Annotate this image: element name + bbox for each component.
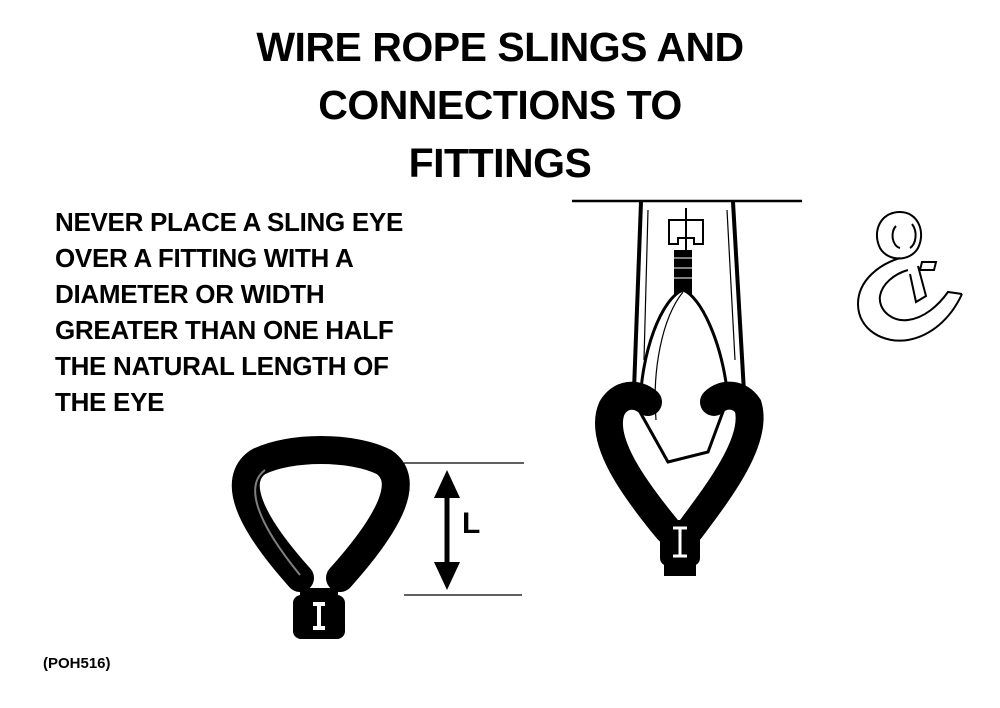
rule-line-5: THE NATURAL LENGTH OF bbox=[55, 351, 389, 381]
length-dimension bbox=[404, 462, 524, 596]
sling-over-fitting-illustration bbox=[572, 199, 802, 576]
rule-line-2: OVER A FITTING WITH A bbox=[55, 243, 354, 273]
title-line-3: FITTINGS bbox=[408, 140, 592, 186]
title-line-1: WIRE ROPE SLINGS AND bbox=[256, 24, 744, 70]
page-title: WIRE ROPE SLINGS AND CONNECTIONS TO FITT… bbox=[0, 18, 1000, 192]
rule-text: NEVER PLACE A SLING EYE OVER A FITTING W… bbox=[55, 204, 510, 420]
rule-line-4: GREATER THAN ONE HALF bbox=[55, 315, 394, 345]
arrow-down-icon bbox=[434, 562, 460, 590]
rule-line-1: NEVER PLACE A SLING EYE bbox=[55, 207, 404, 237]
length-label: L bbox=[462, 507, 481, 540]
arrow-up-icon bbox=[434, 470, 460, 498]
hook-icon bbox=[856, 210, 963, 342]
rule-line-3: DIAMETER OR WIDTH bbox=[55, 279, 325, 309]
sling-eye-illustration bbox=[231, 436, 410, 639]
title-line-2: CONNECTIONS TO bbox=[318, 82, 682, 128]
figure-code: (POH516) bbox=[43, 655, 111, 672]
rule-line-6: THE EYE bbox=[55, 387, 165, 417]
